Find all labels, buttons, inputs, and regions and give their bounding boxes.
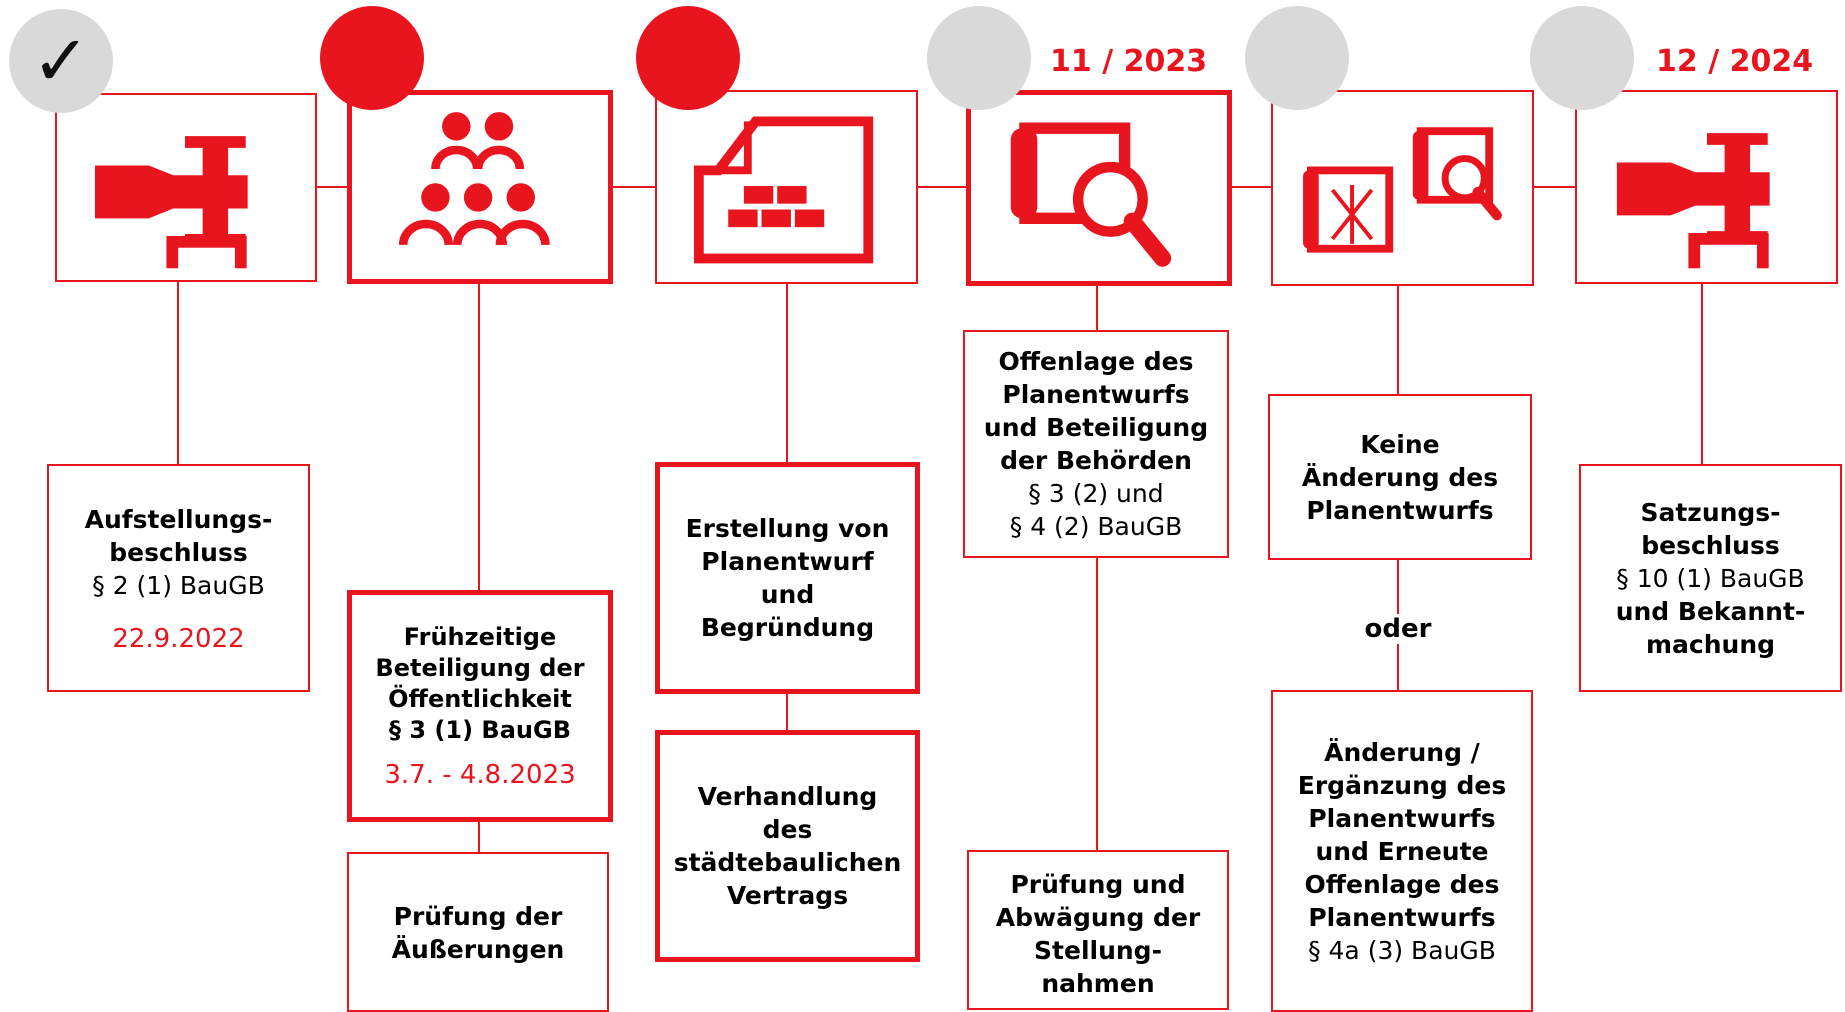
step4-box2: Prüfung und Abwägung der Stellung- nahme…	[967, 850, 1229, 1010]
step2-box2-title: Prüfung der Äußerungen	[391, 902, 565, 964]
check-icon: ✓	[31, 20, 91, 102]
step5-box2-ref: § 4a (3) BauGB	[1308, 936, 1496, 965]
step6-ref: § 10 (1) BauGB	[1616, 563, 1805, 593]
step3-box2-title: Verhandlung des städtebaulichen Vertrags	[673, 782, 902, 910]
step1-title: Aufstellungs- beschluss	[84, 504, 273, 567]
step3-box2: Verhandlung des städtebaulichen Vertrags	[655, 730, 920, 962]
step6-title: Satzungs- beschluss	[1640, 497, 1781, 560]
status-circle-step3	[636, 6, 740, 110]
connector-step6	[1701, 282, 1703, 466]
icon-box-step1	[55, 93, 317, 282]
timeline-connector	[60, 186, 1820, 188]
step1-ref: § 2 (1) BauGB	[92, 570, 265, 600]
step5-title: Keine Änderung des Planentwurfs	[1301, 429, 1499, 525]
step2-box: Frühzeitige Beteiligung der Öffentlichke…	[347, 590, 613, 822]
connector-step3	[786, 282, 788, 464]
connector-step2	[478, 282, 480, 592]
step5-box: Keine Änderung des Planentwurfs	[1268, 394, 1532, 560]
step4-box2-title: Prüfung und Abwägung der Stellung- nahme…	[995, 870, 1201, 998]
step4-ref: § 3 (2) und § 4 (2) BauGB	[1009, 479, 1183, 541]
icon-box-step3	[655, 90, 918, 284]
step3-box: Erstellung von Planentwurf und Begründun…	[655, 462, 920, 694]
status-circle-step5	[1245, 6, 1349, 110]
stamp-icon	[94, 136, 254, 280]
status-circle-step6	[1530, 6, 1634, 110]
step6-title2: und Bekannt- machung	[1615, 596, 1806, 659]
plan-document-icon	[693, 116, 874, 264]
connector-step2b	[478, 820, 480, 854]
step1-date: 22.9.2022	[112, 623, 245, 654]
step2-title: Frühzeitige Beteiligung der Öffentlichke…	[375, 623, 585, 744]
status-circle-step1: ✓	[9, 9, 113, 113]
connector-step1	[177, 280, 179, 466]
icon-box-step2	[347, 90, 613, 284]
connector-step3b	[786, 692, 788, 732]
plan-review-icon	[1303, 127, 1502, 253]
step3-title: Erstellung von Planentwurf und Begründun…	[685, 514, 890, 642]
icon-box-step4	[966, 90, 1232, 286]
status-circle-step4	[927, 6, 1031, 110]
step4-box: Offenlage des Planentwurfs und Beteiligu…	[963, 330, 1229, 558]
icon-box-step6	[1575, 90, 1838, 284]
step6-box: Satzungs- beschluss § 10 (1) BauGB und B…	[1579, 464, 1842, 692]
people-group-icon	[398, 112, 550, 246]
step5-or-label: oder	[1358, 614, 1438, 644]
step6-date: 12 / 2024	[1656, 44, 1814, 79]
step4-date: 11 / 2023	[1050, 44, 1208, 79]
step2-date: 3.7. - 4.8.2023	[384, 760, 576, 790]
icon-box-step5	[1271, 90, 1534, 286]
step4-title: Offenlage des Planentwurfs und Beteiligu…	[983, 347, 1209, 475]
step2-box2: Prüfung der Äußerungen	[347, 852, 609, 1012]
connector-step4	[1096, 284, 1098, 332]
step5-box2: Änderung / Ergänzung des Planentwurfs un…	[1271, 690, 1533, 1012]
stamp-icon	[1616, 133, 1776, 282]
connector-step5	[1397, 284, 1399, 396]
status-circle-step2	[320, 6, 424, 110]
connector-step4b	[1096, 556, 1098, 852]
step5-box2-title: Änderung / Ergänzung des Planentwurfs un…	[1297, 738, 1507, 932]
step1-box: Aufstellungs- beschluss § 2 (1) BauGB 22…	[47, 464, 310, 692]
plan-magnifier-icon	[1010, 122, 1172, 267]
